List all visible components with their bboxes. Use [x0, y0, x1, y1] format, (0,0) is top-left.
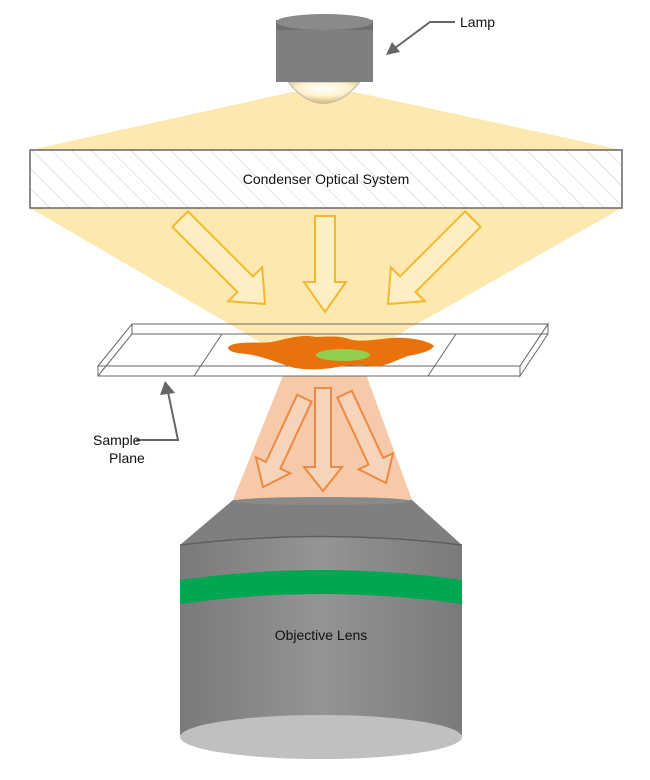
condenser-light-cone: [30, 208, 622, 345]
sample-slide: [96, 322, 549, 378]
slide-right-face: [519, 322, 549, 378]
lamp-housing: [276, 30, 373, 82]
specimen: [228, 335, 434, 370]
condenser-hatch: [29, 149, 623, 209]
emission-arrow-center: [301, 387, 345, 493]
emission-arrows: [254, 387, 395, 493]
illumination-arrows: [170, 209, 483, 314]
sample-leader-line: [136, 391, 180, 441]
lamp-leader-arrowhead: [386, 42, 400, 55]
lamp: [276, 14, 373, 104]
lens-green-band: [180, 570, 462, 604]
condenser-optical-system: Condenser Optical System: [29, 149, 623, 209]
sample-plane-label: Sample Plane: [93, 432, 145, 466]
illumination-arrow-left: [170, 209, 267, 306]
condenser-label: Condenser Optical System: [243, 171, 410, 187]
illumination-arrow-center: [302, 215, 348, 314]
lamp-housing-cap: [276, 14, 373, 30]
sample-leader-arrowhead: [160, 381, 175, 395]
lamp-leader-line: [394, 21, 455, 49]
sample-plane-label-line2: Plane: [109, 450, 145, 466]
lamp-light-cone: [30, 92, 622, 150]
objective-lens: Objective Lens: [179, 497, 463, 759]
objective-lens-label: Objective Lens: [275, 627, 368, 643]
specimen-nucleus: [316, 349, 370, 361]
slide-left-edge: [97, 324, 133, 377]
lens-tapered-top: [180, 500, 462, 545]
lamp-label: Lamp: [460, 14, 495, 30]
lamp-bulb: [286, 81, 362, 104]
emission-arrow-right: [336, 389, 395, 485]
illumination-arrow-right: [386, 209, 483, 306]
lens-shoulder-line: [179, 535, 463, 546]
emission-arrow-left: [254, 393, 313, 489]
lamp-callout: Lamp: [386, 14, 495, 55]
sample-plane-callout: Sample Plane: [93, 381, 180, 466]
sample-plane-label-line1: Sample: [93, 432, 141, 448]
lens-top-face: [233, 497, 411, 505]
lens-bottom-face: [180, 715, 462, 759]
slide-divider-left: [193, 333, 223, 377]
slide-divider-right: [427, 333, 457, 377]
